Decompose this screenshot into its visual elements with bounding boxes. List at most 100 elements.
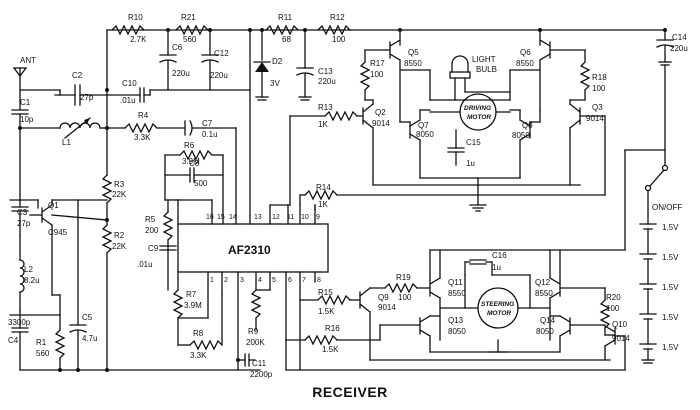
- resistor-r19: R19 100: [369, 273, 431, 302]
- svg-text:27p: 27p: [17, 219, 31, 228]
- svg-text:R9: R9: [248, 327, 259, 336]
- svg-text:Q10: Q10: [612, 320, 628, 329]
- svg-text:1u: 1u: [492, 263, 501, 272]
- capacitor-c7: C7 0.1u: [184, 119, 237, 216]
- svg-text:R6: R6: [184, 141, 195, 150]
- svg-text:C11: C11: [252, 359, 267, 368]
- svg-text:Q9: Q9: [378, 293, 389, 302]
- svg-text:8050: 8050: [416, 130, 434, 139]
- svg-text:R4: R4: [138, 111, 149, 120]
- resistor-r10: R10 2.7K: [111, 13, 147, 44]
- svg-text:11: 11: [287, 214, 294, 221]
- svg-text:C14: C14: [672, 33, 687, 42]
- svg-text:R7: R7: [186, 290, 197, 299]
- svg-text:R17: R17: [370, 59, 385, 68]
- transistor-q2: Q2 9014: [356, 99, 390, 179]
- svg-text:500: 500: [194, 179, 208, 188]
- svg-text:1K: 1K: [318, 120, 328, 129]
- svg-text:9: 9: [316, 214, 320, 221]
- svg-text:220u: 220u: [670, 44, 688, 53]
- capacitor-c15: C15 1u: [447, 129, 481, 168]
- svg-text:R1: R1: [36, 338, 47, 347]
- svg-text:R21: R21: [181, 13, 196, 22]
- transistor-q8: Q8 8050: [512, 109, 541, 179]
- capacitor-c1: C1 10p: [11, 98, 34, 201]
- svg-text:100: 100: [332, 35, 346, 44]
- inductor-l1: L1: [19, 117, 108, 147]
- svg-text:1.5V: 1.5V: [662, 253, 679, 262]
- capacitor-c5: C5 4.7u: [69, 199, 98, 371]
- svg-text:3V: 3V: [270, 79, 280, 88]
- capacitor-c12: C12 220u: [201, 28, 229, 91]
- svg-text:Q5: Q5: [408, 48, 419, 57]
- svg-text:LIGHT: LIGHT: [472, 55, 496, 64]
- svg-text:1.5K: 1.5K: [322, 345, 339, 354]
- svg-text:C7: C7: [202, 119, 213, 128]
- svg-text:.01u: .01u: [120, 96, 136, 105]
- svg-text:100: 100: [606, 304, 620, 313]
- svg-text:200K: 200K: [246, 338, 265, 347]
- svg-text:3.3K: 3.3K: [190, 351, 207, 360]
- svg-text:13: 13: [254, 214, 262, 221]
- capacitor-c14: C14 220u: [656, 28, 688, 66]
- svg-text:22K: 22K: [112, 190, 127, 199]
- resistor-r12: R12 100: [317, 13, 351, 44]
- svg-text:560: 560: [36, 349, 50, 358]
- svg-text:C5: C5: [82, 313, 93, 322]
- capacitor-c9: C9 .01u: [137, 244, 177, 269]
- svg-text:MOTOR: MOTOR: [467, 114, 491, 121]
- svg-text:4.7u: 4.7u: [82, 334, 98, 343]
- transistor-q11: Q11 8550: [429, 249, 466, 341]
- svg-text:6: 6: [288, 277, 292, 284]
- svg-text:100: 100: [370, 70, 384, 79]
- svg-text:Q6: Q6: [520, 48, 531, 57]
- transistor-q14: Q14 8050: [536, 315, 571, 353]
- svg-text:R14: R14: [316, 183, 331, 192]
- svg-text:R16: R16: [325, 324, 340, 333]
- resistor-r8: R8 3.3K: [177, 294, 223, 360]
- svg-text:R11: R11: [278, 13, 293, 22]
- svg-text:560: 560: [183, 35, 197, 44]
- svg-text:R20: R20: [606, 293, 621, 302]
- svg-text:100: 100: [398, 293, 412, 302]
- svg-text:Q2: Q2: [375, 108, 386, 117]
- resistor-r6: R6 3.9M: [164, 141, 224, 166]
- svg-text:C1: C1: [20, 98, 31, 107]
- resistor-r14: R14 1K: [299, 183, 606, 209]
- svg-text:R5: R5: [145, 215, 156, 224]
- svg-text:1.5V: 1.5V: [662, 313, 679, 322]
- svg-text:7: 7: [302, 277, 306, 284]
- svg-text:C15: C15: [466, 138, 481, 147]
- resistor-r4: R4 3.3K: [106, 111, 186, 142]
- zener-diode-d2: D2 3V: [248, 28, 283, 216]
- svg-text:2: 2: [224, 277, 228, 284]
- resistor-r13: R13 1K: [289, 103, 358, 129]
- svg-text:2200p: 2200p: [250, 370, 273, 379]
- capacitor-c11: C11 2200p: [236, 353, 273, 379]
- svg-text:.01u: .01u: [137, 260, 153, 269]
- power-switch[interactable]: ON/OFF: [644, 64, 683, 212]
- diagram-title: RECEIVER: [312, 384, 388, 400]
- svg-text:1u: 1u: [466, 159, 475, 168]
- resistor-r21: R21 560: [175, 13, 209, 44]
- svg-text:MOTOR: MOTOR: [487, 310, 511, 317]
- resistor-r11: R11 68: [265, 13, 299, 44]
- svg-text:C945: C945: [48, 228, 68, 237]
- svg-text:15: 15: [217, 214, 225, 221]
- svg-text:8050: 8050: [536, 327, 554, 336]
- svg-text:8.2u: 8.2u: [24, 276, 40, 285]
- svg-text:D2: D2: [272, 57, 283, 66]
- svg-text:C13: C13: [318, 67, 333, 76]
- resistor-r15: R15 1.5K: [299, 288, 351, 316]
- svg-text:R18: R18: [592, 73, 607, 82]
- svg-text:R15: R15: [318, 288, 333, 297]
- svg-text:0.1u: 0.1u: [202, 130, 218, 139]
- svg-text:3.3K: 3.3K: [134, 133, 151, 142]
- battery-pack: 1.5V 1.5V 1.5V 1.5V 1.5V: [639, 209, 679, 364]
- svg-text:9014: 9014: [372, 119, 390, 128]
- svg-text:Q7: Q7: [418, 121, 429, 130]
- resistor-r7: R7 3.9M: [172, 271, 209, 319]
- svg-text:C2: C2: [72, 71, 83, 80]
- svg-text:R2: R2: [114, 231, 125, 240]
